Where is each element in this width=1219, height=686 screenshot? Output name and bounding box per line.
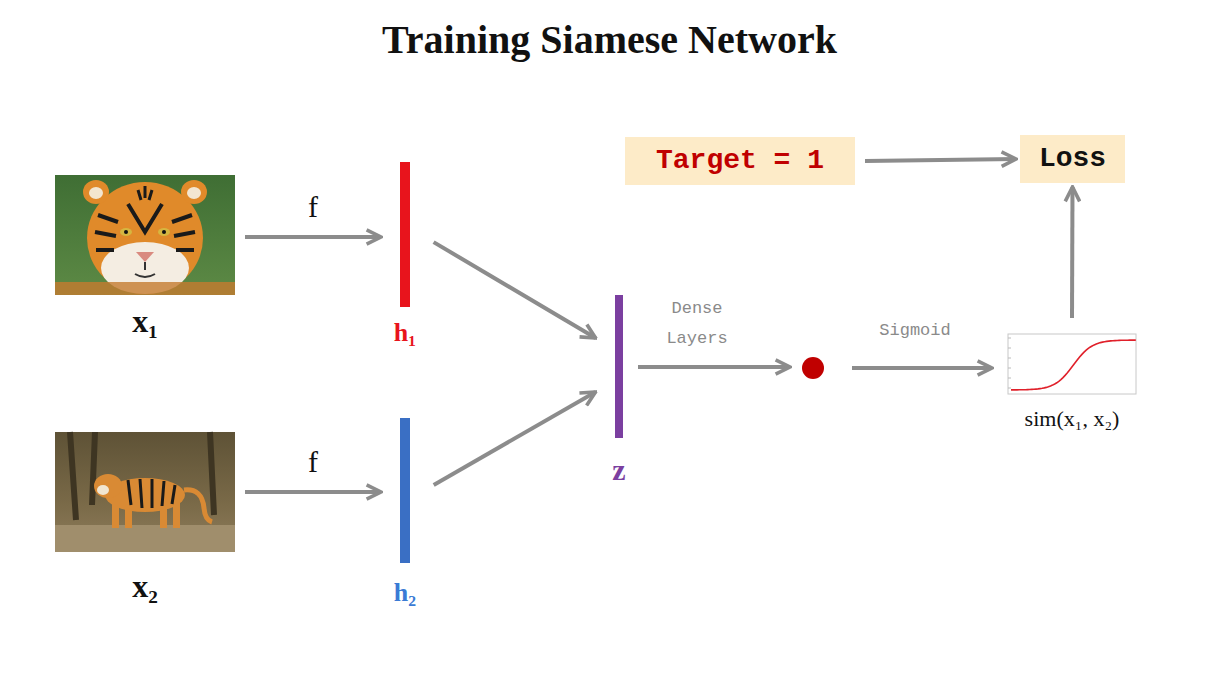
node-label: h₂: [385, 578, 425, 608]
plot-tick: [1008, 348, 1011, 349]
joint-vector-bar: z: [599, 295, 639, 495]
loss-box: Loss: [1020, 135, 1125, 183]
input-image: x₁: [55, 175, 235, 350]
sigmoid-plot: sim(x₁, x₂): [997, 328, 1147, 440]
embedding-bar: h₁: [385, 162, 425, 357]
plot-tick: [1008, 378, 1011, 379]
sigmoid-label: Sigmoid: [865, 320, 965, 342]
dense-layers-label: Dense Layers: [657, 294, 737, 354]
box-text: Loss: [1039, 143, 1106, 175]
connector-arrow: [245, 490, 381, 494]
node-label: x₁: [55, 303, 235, 340]
node-label: sim(x₁, x₂): [997, 406, 1147, 431]
embedding-bar: h₂: [385, 418, 425, 618]
vector-bar: [400, 162, 410, 307]
node-label: x₂: [55, 568, 235, 605]
sigmoid-curve: [1005, 332, 1139, 398]
connector-arrow: [245, 235, 381, 239]
plot-tick: [1008, 388, 1011, 389]
function-label: f: [304, 190, 322, 223]
input-image: x₂: [55, 432, 235, 612]
connector-arrow: [434, 392, 596, 485]
plot-tick: [1008, 358, 1011, 359]
dense-arrow: [638, 365, 790, 369]
sigmoid-arrow: [852, 366, 992, 370]
connector-arrow: [865, 159, 1016, 161]
tiger-face-photo: [55, 175, 235, 295]
tiger-standing-photo: [55, 432, 235, 552]
plot-tick: [1008, 338, 1011, 339]
box-text: Target = 1: [656, 145, 824, 177]
connector-arrow: [1070, 187, 1075, 318]
node-label: h₁: [385, 318, 425, 348]
diagram-title: Training Siamese Network: [0, 16, 1219, 63]
connector-arrow: [434, 242, 596, 338]
vector-bar: [400, 418, 410, 563]
sigmoid-line: [1011, 340, 1136, 390]
plot-tick: [1008, 368, 1011, 369]
function-label: f: [304, 445, 322, 478]
logit-dot: [802, 357, 824, 379]
vector-bar: [615, 295, 623, 438]
target-box: Target = 1: [625, 137, 855, 185]
node-label: z: [599, 453, 639, 488]
plot-frame: [1008, 334, 1136, 394]
